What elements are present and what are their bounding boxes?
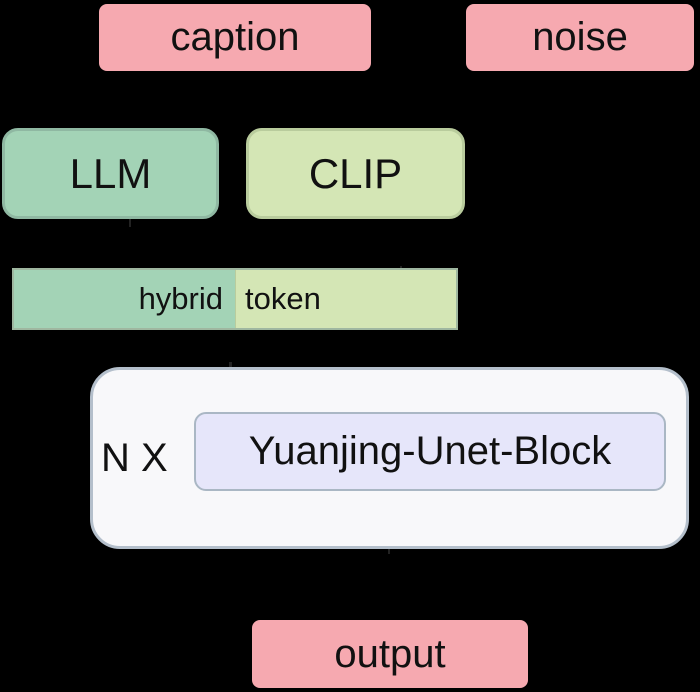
unet-block: Yuanjing-Unet-Block xyxy=(194,412,666,491)
repeat-count-label: N X xyxy=(101,435,168,480)
hybrid-token-clip-part: token xyxy=(235,270,456,328)
llm-token-connector xyxy=(129,219,131,227)
noise-node: noise xyxy=(466,4,694,71)
caption-node: caption xyxy=(99,4,371,71)
llm-node: LLM xyxy=(2,128,219,219)
clip-node: CLIP xyxy=(246,128,465,219)
unet-stack-container: N X Yuanjing-Unet-Block xyxy=(90,367,689,549)
unet-output-connector xyxy=(388,549,390,554)
hybrid-token-bar: hybrid token xyxy=(12,268,458,330)
hybrid-token-llm-part: hybrid xyxy=(14,270,235,328)
output-node: output xyxy=(252,620,528,688)
